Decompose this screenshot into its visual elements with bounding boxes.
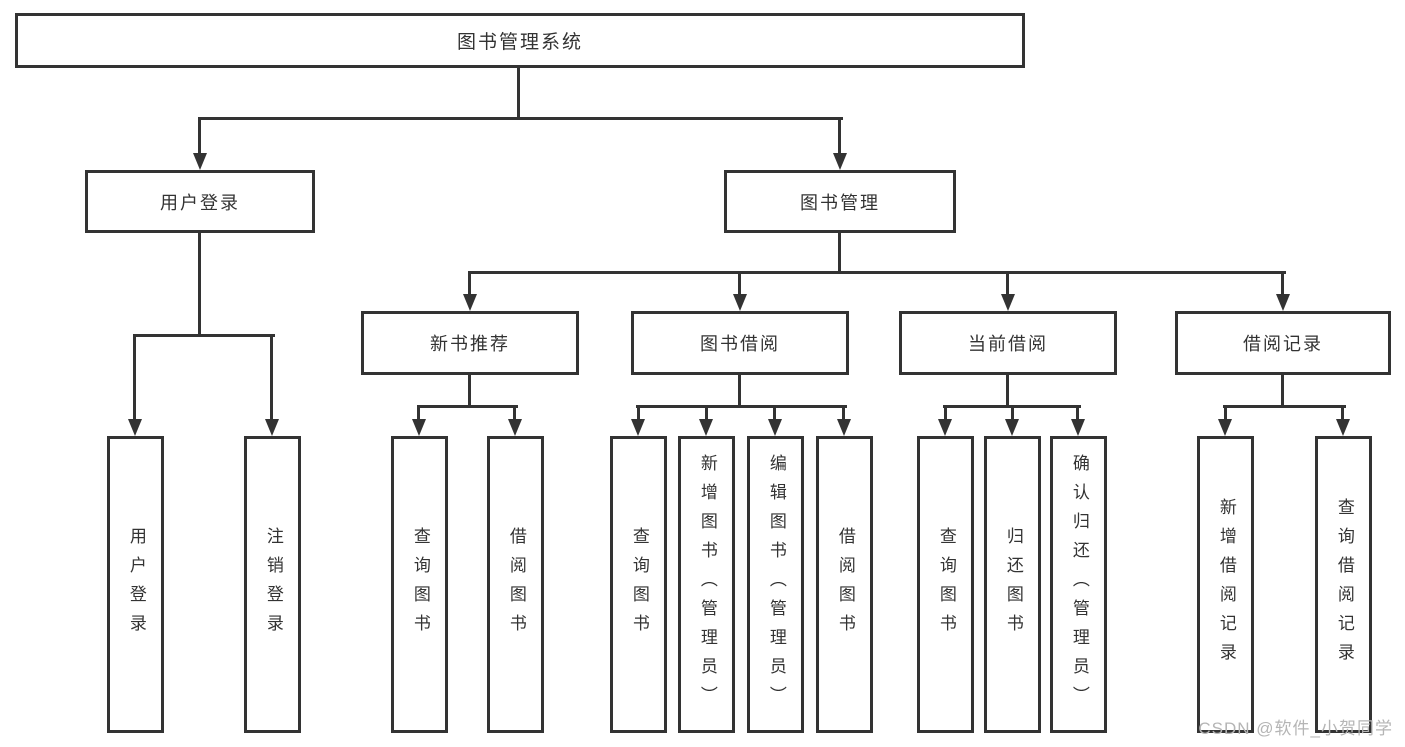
leaf-current-query-books: 查询图书	[917, 436, 974, 733]
arrow-down-icon	[768, 419, 782, 436]
leaf-current-return-books-label: 归还图书	[1003, 526, 1023, 643]
node-new-book-recommend: 新书推荐	[361, 311, 579, 375]
leaf-records-add-record-label: 新增借阅记录	[1216, 497, 1236, 672]
connector-line	[1224, 405, 1227, 421]
connector-line	[738, 375, 741, 408]
leaf-newbook-borrow-books: 借阅图书	[487, 436, 544, 733]
node-user-login-label: 用户登录	[160, 192, 240, 213]
connector-line	[133, 334, 136, 421]
connector-line	[417, 405, 420, 421]
connector-line	[417, 405, 518, 408]
connector-line	[468, 271, 1286, 274]
arrow-down-icon	[193, 153, 207, 170]
connector-line	[773, 405, 776, 421]
connector-line	[738, 271, 741, 297]
arrow-down-icon	[265, 419, 279, 436]
arrow-down-icon	[699, 419, 713, 436]
leaf-newbook-borrow-books-label: 借阅图书	[506, 526, 526, 643]
connector-line	[468, 375, 471, 408]
leaf-current-query-books-label: 查询图书	[936, 526, 956, 643]
csdn-watermark: CSDN @软件_小贺同学	[1198, 719, 1393, 738]
connector-line	[1223, 405, 1346, 408]
connector-line	[198, 117, 201, 155]
node-borrow-records: 借阅记录	[1175, 311, 1391, 375]
connector-line	[1076, 405, 1079, 421]
arrow-down-icon	[1071, 419, 1085, 436]
connector-line	[636, 405, 847, 408]
arrow-down-icon	[631, 419, 645, 436]
arrow-down-icon	[1005, 419, 1019, 436]
leaf-borrow-add-books-admin: 新增图书（管理员）	[678, 436, 735, 733]
connector-line	[705, 405, 708, 421]
leaf-newbook-query-books-label: 查询图书	[410, 526, 430, 643]
connector-line	[838, 117, 841, 155]
node-book-management: 图书管理	[724, 170, 956, 233]
arrow-down-icon	[833, 153, 847, 170]
leaf-borrow-borrow-books: 借阅图书	[816, 436, 873, 733]
leaf-records-add-record: 新增借阅记录	[1197, 436, 1254, 733]
connector-line	[1006, 375, 1009, 408]
arrow-down-icon	[938, 419, 952, 436]
node-new-book-recommend-label: 新书推荐	[430, 334, 510, 354]
arrow-down-icon	[733, 294, 747, 311]
leaf-logout-label: 注销登录	[263, 526, 283, 643]
connector-line	[838, 233, 841, 274]
arrow-down-icon	[508, 419, 522, 436]
connector-line	[1281, 375, 1284, 408]
arrow-down-icon	[1276, 294, 1290, 311]
arrow-down-icon	[463, 294, 477, 311]
node-book-borrow-label: 图书借阅	[700, 334, 780, 354]
connector-line	[468, 271, 471, 297]
leaf-borrow-edit-books-admin: 编辑图书（管理员）	[747, 436, 804, 733]
node-current-borrow-label: 当前借阅	[968, 334, 1048, 354]
connector-line	[1006, 271, 1009, 297]
leaf-current-confirm-return-admin: 确认归还（管理员）	[1050, 436, 1107, 733]
leaf-records-query-record-label: 查询借阅记录	[1334, 497, 1354, 672]
leaf-newbook-query-books: 查询图书	[391, 436, 448, 733]
leaf-borrow-query-books-label: 查询图书	[629, 526, 649, 643]
connector-line	[842, 405, 845, 421]
arrow-down-icon	[128, 419, 142, 436]
node-root-label: 图书管理系统	[456, 32, 583, 53]
arrow-down-icon	[1001, 294, 1015, 311]
connector-line	[637, 405, 640, 421]
connector-line	[198, 233, 201, 337]
connector-line	[198, 117, 843, 120]
leaf-borrow-query-books: 查询图书	[610, 436, 667, 733]
node-borrow-records-label: 借阅记录	[1243, 334, 1323, 354]
leaf-user-login: 用户登录	[107, 436, 164, 733]
connector-line	[944, 405, 947, 421]
leaf-borrow-edit-books-admin-label: 编辑图书（管理员）	[766, 454, 786, 715]
arrow-down-icon	[837, 419, 851, 436]
connector-line	[517, 68, 520, 118]
arrow-down-icon	[412, 419, 426, 436]
arrow-down-icon	[1218, 419, 1232, 436]
leaf-current-return-books: 归还图书	[984, 436, 1041, 733]
connector-line	[1281, 271, 1284, 297]
leaf-logout: 注销登录	[244, 436, 301, 733]
node-user-login: 用户登录	[85, 170, 315, 233]
connector-line	[133, 334, 275, 337]
leaf-user-login-label: 用户登录	[126, 526, 146, 643]
node-current-borrow: 当前借阅	[899, 311, 1117, 375]
connector-line	[513, 405, 516, 421]
node-root: 图书管理系统	[15, 13, 1025, 68]
leaf-current-confirm-return-admin-label: 确认归还（管理员）	[1069, 454, 1089, 715]
leaf-borrow-add-books-admin-label: 新增图书（管理员）	[697, 454, 717, 715]
node-book-management-label: 图书管理	[800, 192, 880, 213]
leaf-borrow-borrow-books-label: 借阅图书	[835, 526, 855, 643]
connector-line	[1011, 405, 1014, 421]
arrow-down-icon	[1336, 419, 1350, 436]
connector-line	[1341, 405, 1344, 421]
leaf-records-query-record: 查询借阅记录	[1315, 436, 1372, 733]
connector-line	[270, 334, 273, 421]
node-book-borrow: 图书借阅	[631, 311, 849, 375]
